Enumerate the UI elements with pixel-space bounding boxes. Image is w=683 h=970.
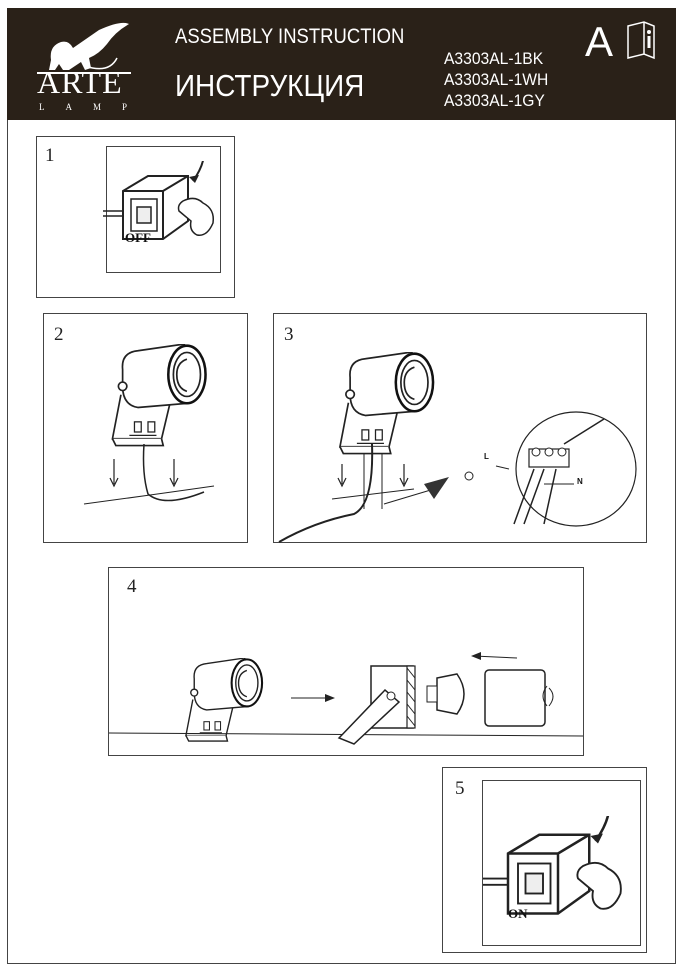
step-number: 5 bbox=[455, 778, 465, 799]
model-list: A3303AL-1BK A3303AL-1WH A3303AL-1GY bbox=[444, 48, 548, 111]
switch-on-illustration bbox=[483, 816, 633, 941]
neutral-wire-label: N bbox=[577, 477, 583, 486]
step-5-panel: 5 ON bbox=[442, 767, 647, 953]
instruction-book-icon bbox=[627, 21, 655, 60]
off-label: OFF bbox=[125, 230, 151, 245]
griffin-logo-icon bbox=[37, 22, 131, 74]
step-number: 1 bbox=[45, 145, 55, 166]
step-number: 4 bbox=[127, 576, 137, 597]
model-code: A3303AL-1BK bbox=[444, 49, 544, 68]
bulb-replacement-illustration bbox=[108, 652, 584, 745]
brand-subtitle: LAMP bbox=[39, 102, 149, 112]
document-header: ARTE LAMP ASSEMBLY INSTRUCTION ИНСТРУКЦИ… bbox=[7, 8, 676, 120]
page-frame bbox=[7, 120, 676, 964]
step-2-panel: 2 bbox=[43, 313, 248, 543]
wiring-illustration bbox=[83, 443, 215, 505]
title-russian: ИНСТРУКЦИЯ bbox=[175, 68, 365, 103]
switch-off-illustration bbox=[103, 161, 223, 261]
live-wire-label: L bbox=[484, 452, 489, 461]
title-english: ASSEMBLY INSTRUCTION bbox=[175, 25, 405, 48]
model-code: A3303AL-1WH bbox=[444, 70, 549, 89]
connection-illustration bbox=[278, 411, 637, 543]
model-code: A3303AL-1GY bbox=[444, 91, 545, 110]
step-number: 3 bbox=[284, 324, 294, 345]
on-label: ON bbox=[508, 906, 528, 921]
step-3-panel: 3 L N bbox=[273, 313, 647, 543]
brand-name: ARTE bbox=[37, 64, 123, 100]
step-number: 2 bbox=[54, 324, 64, 345]
language-letter: A bbox=[585, 18, 614, 65]
step-1-panel: 1 OFF bbox=[36, 136, 235, 298]
step-4-panel: 4 bbox=[108, 567, 584, 756]
